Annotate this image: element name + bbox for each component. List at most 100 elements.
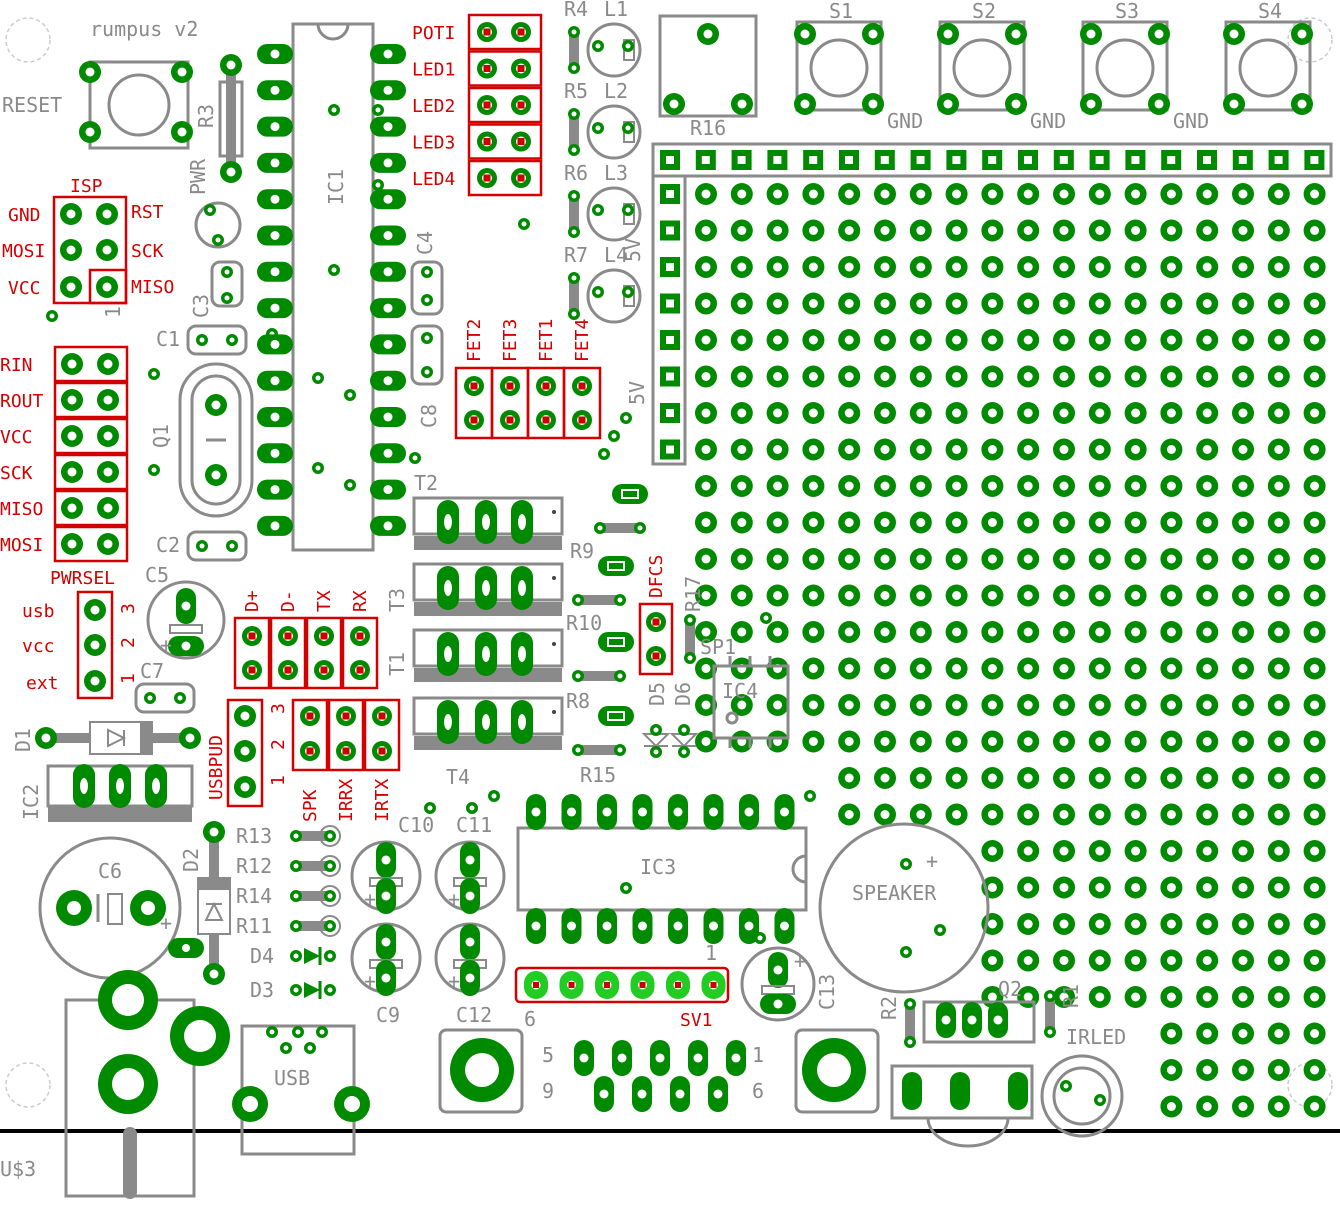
d5-label: D5 <box>645 682 669 706</box>
r12-label: R12 <box>236 854 272 878</box>
perf-hole <box>1053 803 1075 826</box>
perf-hole <box>1303 694 1326 716</box>
perf-hole <box>909 694 932 716</box>
perfboard-grid <box>651 142 1333 1118</box>
perf-hole <box>1017 329 1040 351</box>
cap-pad <box>460 924 480 960</box>
resistor-pad <box>568 226 580 238</box>
perf-hole <box>1160 292 1183 315</box>
r6-label: R6 <box>564 161 588 185</box>
perf-hole <box>1053 183 1075 205</box>
perf-hole <box>945 365 968 388</box>
perf-hole <box>1196 402 1219 424</box>
perf-hole <box>838 438 861 461</box>
serial-pin <box>61 461 83 483</box>
perf-hole <box>802 329 825 351</box>
c12-label: C12 <box>456 1003 492 1027</box>
perf-hole <box>1160 657 1183 680</box>
pwrsel-n2: 2 <box>118 637 139 648</box>
perf-hole <box>1088 694 1111 716</box>
s1-label: S1 <box>829 0 853 23</box>
resistor-pad <box>290 830 302 842</box>
perf-hole <box>766 292 789 315</box>
header-pad <box>731 150 752 170</box>
d6-label: D6 <box>671 682 695 706</box>
usb-pin-label-2: TX <box>314 590 335 612</box>
perf-hole <box>1303 402 1326 424</box>
jumper-label-spk: SPK <box>300 789 321 822</box>
pwrsel-usb: usb <box>22 601 55 622</box>
pwrsel-ext: ext <box>26 673 59 694</box>
dfcs-header[interactable] <box>638 602 674 676</box>
header-pad <box>1018 150 1038 170</box>
perf-hole <box>1053 694 1075 716</box>
perf-hole <box>1303 511 1326 534</box>
perf-hole <box>1196 365 1219 388</box>
switch-pad <box>794 23 816 45</box>
ic1-pin <box>257 225 293 246</box>
transistor-pad <box>511 700 533 744</box>
switch-pad <box>1148 93 1170 115</box>
perf-hole <box>1088 292 1111 315</box>
perf-hole <box>1196 803 1219 826</box>
perf-hole <box>1196 840 1219 862</box>
perf-hole <box>1160 584 1183 607</box>
perf-hole <box>695 256 717 278</box>
switch-pad <box>937 23 959 45</box>
via <box>518 218 530 230</box>
perf-hole <box>1303 913 1326 935</box>
perf-hole <box>730 438 753 461</box>
perf-hole <box>1088 402 1111 424</box>
db9-n9: 9 <box>542 1079 554 1103</box>
perf-hole <box>1303 329 1326 351</box>
resistor-pad <box>324 830 336 842</box>
perf-hole <box>1196 1022 1219 1045</box>
perf-hole <box>945 511 968 534</box>
c6-label: C6 <box>98 859 122 883</box>
perf-hole <box>1124 219 1147 242</box>
perf-hole <box>1124 548 1147 570</box>
header-pad <box>803 150 824 170</box>
usb-pin <box>314 660 334 680</box>
jumper-pin <box>477 131 497 152</box>
c9-label: C9 <box>376 1003 400 1027</box>
reset-button[interactable] <box>79 60 193 150</box>
usbpud-header[interactable] <box>226 698 264 808</box>
ic4-chip <box>712 656 790 748</box>
perf-hole <box>1124 621 1147 643</box>
r16-potentiometer <box>658 14 758 118</box>
perf-hole <box>1053 657 1075 680</box>
fet-pin <box>536 376 556 396</box>
perf-hole <box>1160 365 1183 388</box>
jumper-pin <box>511 168 531 188</box>
c4-capacitor <box>410 260 444 316</box>
transistor-pad <box>511 632 533 676</box>
header-pad <box>660 403 680 423</box>
perf-hole <box>981 621 1004 643</box>
perf-hole <box>1160 730 1183 753</box>
t2-label: T2 <box>414 471 438 495</box>
d1-diode <box>35 721 201 755</box>
db9-pin <box>612 1040 632 1076</box>
perf-hole <box>1196 767 1219 789</box>
perf-hole <box>1267 694 1290 716</box>
pwrsel-header[interactable] <box>76 590 114 700</box>
ic1-pin <box>370 515 406 536</box>
switch-pad <box>1005 93 1027 115</box>
fet-pin <box>464 376 484 396</box>
resistor-pad <box>290 920 302 932</box>
perf-hole <box>730 584 753 607</box>
diode-pad <box>324 984 336 996</box>
ic3-pin <box>739 794 759 830</box>
l1-label: L1 <box>604 0 628 21</box>
perf-hole <box>1053 475 1075 497</box>
fet-pin <box>572 376 592 396</box>
cap-pad <box>376 960 396 996</box>
ic3-label: IC3 <box>640 855 676 879</box>
c13-capacitor <box>740 946 816 1022</box>
perf-hole <box>874 730 896 753</box>
header-pad <box>874 150 895 170</box>
perf-hole <box>1232 986 1254 1008</box>
sv1-header[interactable] <box>514 966 730 1004</box>
